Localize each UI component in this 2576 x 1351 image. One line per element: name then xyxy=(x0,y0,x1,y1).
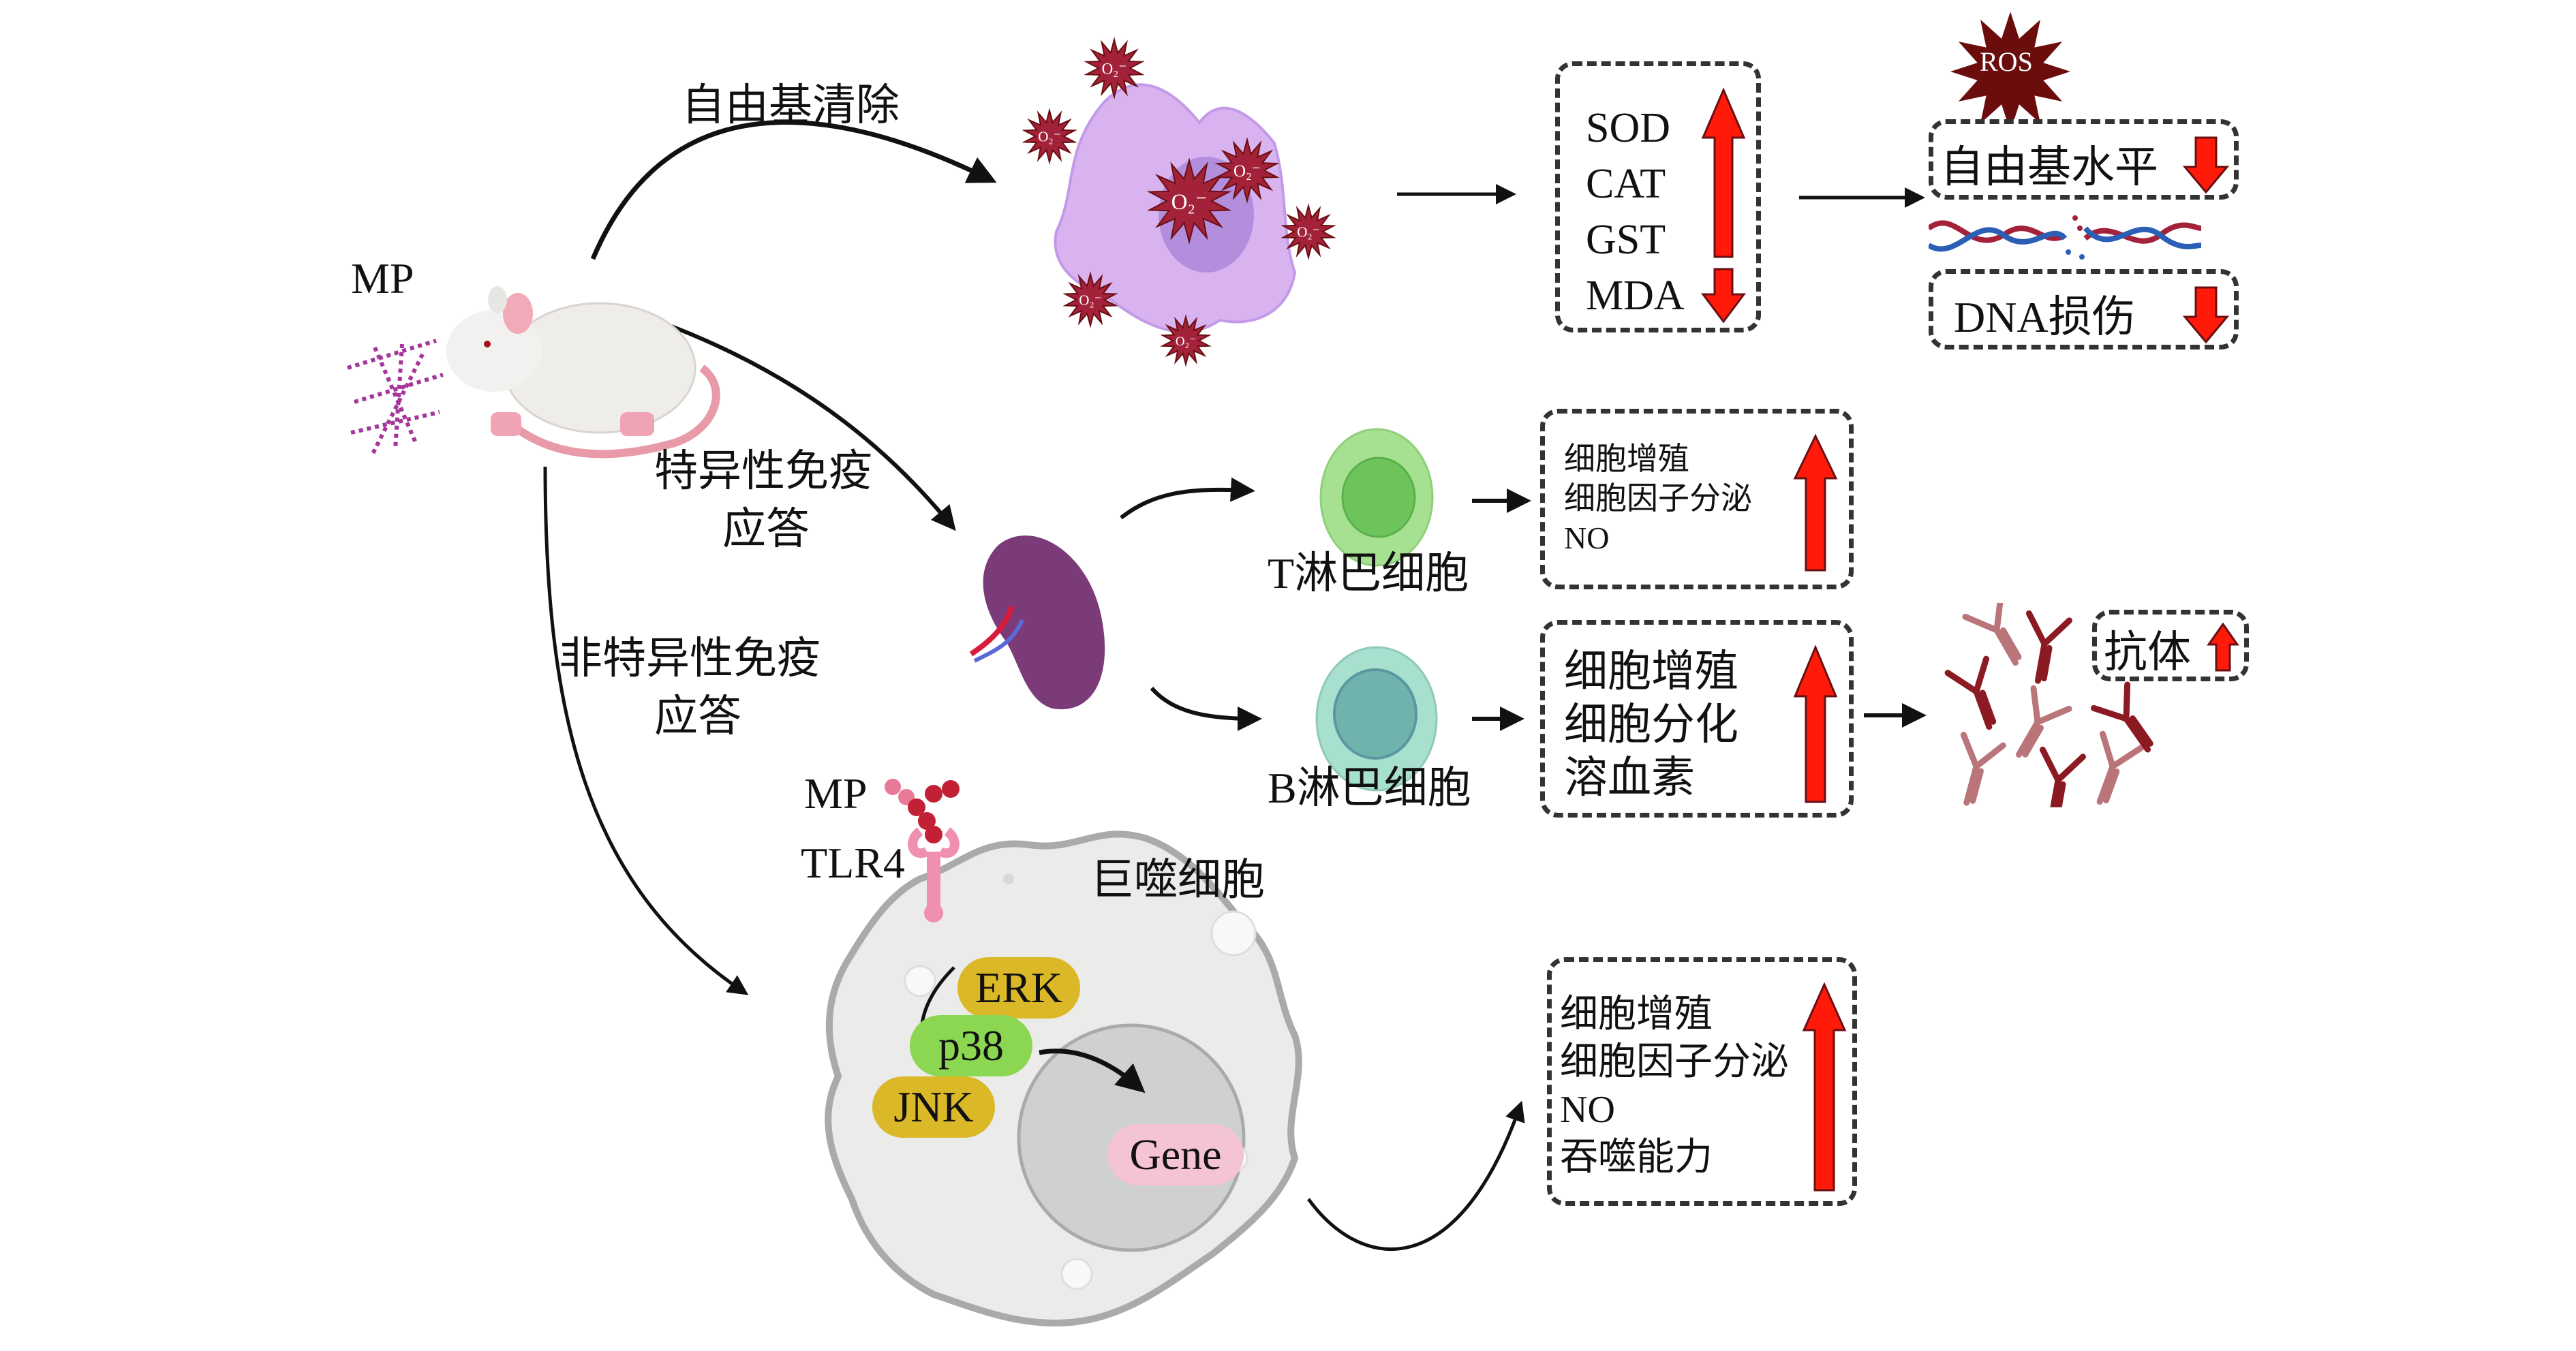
antibodies-icon xyxy=(1944,603,2153,807)
arrow-to-free-radical xyxy=(590,120,997,260)
gene-label: Gene xyxy=(1107,1124,1244,1185)
b-cell-effects-box: 细胞增殖 细胞分化 溶血素 xyxy=(1540,620,1854,818)
mouse-icon xyxy=(347,286,720,459)
arrow-up-icon xyxy=(1802,982,1847,1192)
macrophage-effect-proliferation: 细胞增殖 xyxy=(1560,993,1713,1036)
svg-text:O₂⁻: O₂⁻ xyxy=(1171,190,1208,215)
svg-text:O₂⁻: O₂⁻ xyxy=(1079,292,1102,309)
superoxide-radical-icon: O₂⁻ xyxy=(1022,108,1077,165)
t-cell-effects-box: 细胞增殖 细胞因子分泌 NO xyxy=(1540,409,1854,589)
arrow-down-icon xyxy=(1701,268,1746,324)
superoxide-radical-icon: O₂⁻ xyxy=(1214,137,1280,204)
arrow-macrophage-to-effects xyxy=(1306,1100,1525,1251)
arrow-spleen-to-bcell xyxy=(1150,687,1262,731)
superoxide-radical-icon: O₂⁻ xyxy=(1160,314,1212,367)
t-cell-effect-cytokine: 细胞因子分泌 xyxy=(1564,481,1752,516)
svg-text:O₂⁻: O₂⁻ xyxy=(1038,129,1061,145)
ros-burst-icon xyxy=(1950,12,2070,131)
antibody-icon xyxy=(2039,746,2086,807)
free-radical-pathway-label: 自由基清除 xyxy=(681,81,900,129)
antibody-icon xyxy=(1960,732,2006,806)
b-cell-icon xyxy=(1315,646,1438,792)
arrow-up-icon xyxy=(1701,87,1746,258)
macrophage-effect-phagocytosis: 吞噬能力 xyxy=(1560,1136,1713,1179)
microplastic-particles-icon xyxy=(347,339,444,458)
kinase-jnk: JNK xyxy=(872,1076,995,1138)
antibody-icon xyxy=(2090,681,2153,753)
antibody-text: 抗体 xyxy=(2104,628,2191,677)
b-cell-effect-differentiation: 细胞分化 xyxy=(1564,700,1738,749)
tlr4-receptor-icon xyxy=(885,779,960,922)
arrow-to-macrophage xyxy=(543,466,749,995)
mp-label: MP xyxy=(351,254,414,302)
antibody-icon xyxy=(2096,730,2145,805)
superoxide-radical-icon: O₂⁻ xyxy=(1281,203,1336,260)
enzyme-sod: SOD xyxy=(1586,105,1671,151)
antibody-icon xyxy=(2025,610,2072,684)
arrow-up-icon xyxy=(1793,645,1838,803)
svg-text:O₂⁻: O₂⁻ xyxy=(1176,335,1196,349)
t-cell-effect-proliferation: 细胞增殖 xyxy=(1564,441,1689,476)
b-cell-label: B淋巴细胞 xyxy=(1268,764,1471,812)
arrow-spleen-to-tcell xyxy=(1120,477,1255,520)
antibody-icon xyxy=(1962,603,2022,666)
tlr4-label: TLR4 xyxy=(801,839,905,887)
superoxide-radical-icon: O₂⁻ xyxy=(1146,157,1232,245)
cell-with-radicals: O₂⁻ O₂⁻ O₂⁻ O₂⁻ O₂⁻ O₂⁻ O₂⁻ xyxy=(1022,37,1336,367)
mp-beads-icon xyxy=(885,779,960,843)
macrophage-mp-label: MP xyxy=(804,769,868,818)
macrophage-effects-box: 细胞增殖 细胞因子分泌 NO 吞噬能力 xyxy=(1547,957,1857,1206)
outcome-dna-damage-box: DNA损伤 xyxy=(1929,269,2239,350)
enzyme-gst: GST xyxy=(1586,217,1666,263)
arrow-down-icon xyxy=(2182,286,2230,344)
ros-label: ROS xyxy=(1980,46,2033,77)
svg-text:O₂⁻: O₂⁻ xyxy=(1233,162,1261,181)
enzyme-cat: CAT xyxy=(1586,161,1666,207)
antibody-box: 抗体 xyxy=(2092,610,2249,681)
antibody-icon xyxy=(2016,685,2072,758)
enzyme-box: SOD CAT GST MDA xyxy=(1555,61,1761,332)
arrow-down-icon xyxy=(2182,136,2230,194)
enzyme-mda: MDA xyxy=(1586,273,1685,319)
enzyme-arrows xyxy=(1701,87,1746,324)
superoxide-radical-icon: O₂⁻ xyxy=(1062,271,1118,328)
spleen-icon xyxy=(969,535,1105,710)
superoxide-radical-icon: O₂⁻ xyxy=(1084,37,1145,99)
specific-immune-label-line1: 特异性免疫 xyxy=(654,447,872,495)
macrophage-label: 巨噬细胞 xyxy=(1090,856,1265,904)
outcome-dna-damage-text: DNA损伤 xyxy=(1954,293,2136,341)
macrophage-effect-no: NO xyxy=(1560,1089,1615,1131)
b-cell-effect-hemolysin: 溶血素 xyxy=(1564,754,1695,802)
dna-helix-icon xyxy=(1929,215,2201,260)
kinase-erk: ERK xyxy=(957,957,1080,1019)
b-cell-effect-proliferation: 细胞增殖 xyxy=(1564,647,1738,696)
arrow-up-icon xyxy=(1793,434,1838,572)
t-cell-label: T淋巴细胞 xyxy=(1268,549,1469,597)
svg-text:O₂⁻: O₂⁻ xyxy=(1102,60,1127,77)
specific-immune-label-line2: 应答 xyxy=(722,505,810,553)
svg-text:O₂⁻: O₂⁻ xyxy=(1297,224,1320,240)
macrophage-effect-cytokine: 细胞因子分泌 xyxy=(1560,1041,1789,1083)
t-cell-icon xyxy=(1319,428,1434,567)
nonspecific-immune-label-line2: 应答 xyxy=(654,692,741,741)
outcome-free-radical-box: 自由基水平 xyxy=(1929,119,2239,200)
t-cell-effect-no: NO xyxy=(1564,521,1610,555)
antibody-icon xyxy=(1944,655,1997,730)
outcome-free-radical-text: 自由基水平 xyxy=(1940,143,2158,191)
nonspecific-immune-label-line1: 非特异性免疫 xyxy=(559,634,821,683)
arrow-to-spleen xyxy=(663,322,956,531)
arrow-up-icon xyxy=(2207,623,2239,672)
kinase-p38: p38 xyxy=(910,1015,1032,1076)
